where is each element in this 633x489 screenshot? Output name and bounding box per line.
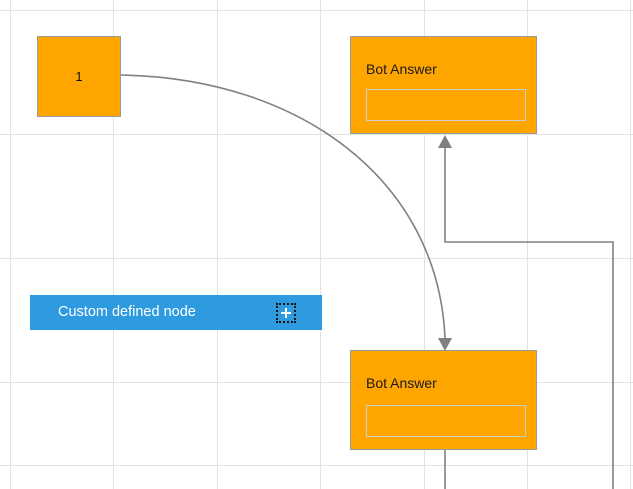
- grid-line-vertical-3: [320, 0, 321, 489]
- node-1-label: 1: [75, 69, 83, 84]
- grid-line-horizontal-1: [0, 134, 633, 135]
- node-bot-answer-bottom-slot[interactable]: [366, 405, 526, 437]
- grid-line-vertical-2: [217, 0, 218, 489]
- node-bot-answer-top[interactable]: Bot Answer: [350, 36, 537, 134]
- grid-line-horizontal-4: [0, 465, 633, 466]
- node-bot-answer-top-slot[interactable]: [366, 89, 526, 121]
- custom-defined-node-bar[interactable]: Custom defined node: [30, 295, 322, 330]
- grid-line-vertical-6: [630, 0, 631, 489]
- grid-line-horizontal-2: [0, 258, 633, 259]
- plus-icon[interactable]: [276, 302, 296, 323]
- grid-line-vertical-1: [113, 0, 114, 489]
- node-bot-answer-bottom[interactable]: Bot Answer: [350, 350, 537, 450]
- custom-defined-node-label: Custom defined node: [58, 304, 196, 321]
- grid-line-vertical-0: [10, 0, 11, 489]
- grid-line-horizontal-0: [0, 10, 633, 11]
- node-bot-answer-bottom-title: Bot Answer: [366, 375, 437, 391]
- node-1[interactable]: 1: [37, 36, 121, 117]
- node-bot-answer-top-title: Bot Answer: [366, 61, 437, 77]
- grid-line-horizontal-3: [0, 382, 633, 383]
